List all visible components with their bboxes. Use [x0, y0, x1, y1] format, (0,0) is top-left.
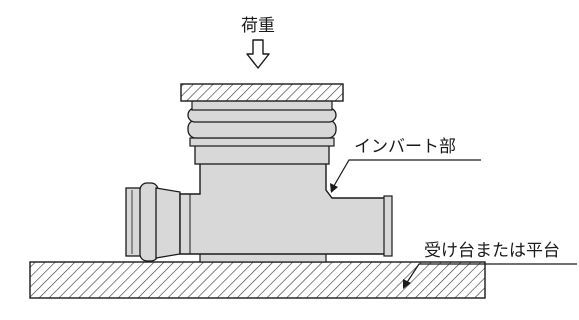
- load-arrow-icon: [246, 39, 270, 69]
- right-spigot: [383, 195, 393, 257]
- vertical-neck: [187, 99, 337, 165]
- load-label: 荷重: [241, 16, 275, 36]
- invert-leader: [330, 159, 481, 193]
- invert-label: インバート部: [354, 137, 456, 157]
- base-label: 受け台または平台: [424, 241, 560, 261]
- left-socket: [125, 182, 181, 262]
- load-plate: [180, 83, 344, 102]
- pipe-barrel: [179, 161, 389, 255]
- base-leader: [403, 263, 577, 289]
